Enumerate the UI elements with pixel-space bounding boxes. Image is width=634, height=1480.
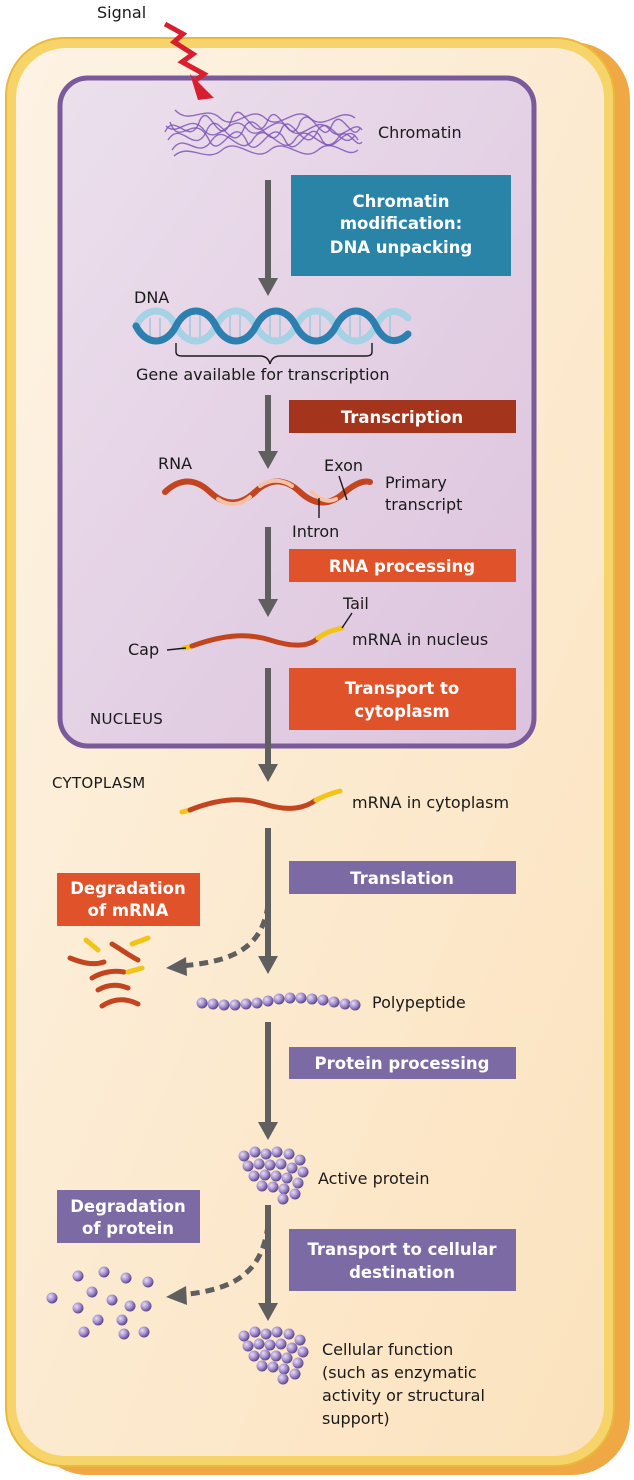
polypeptide-label: Polypeptide [372,993,466,1012]
arrow-chromatin-to-dna [258,180,278,296]
degradation-arrow-mrna [166,904,271,976]
step-rna-processing: RNA processing [289,549,516,582]
degradation-arrow-protein [166,1224,271,1305]
primary-transcript-icon [162,478,373,506]
arrow-protein-to-function [258,1205,278,1321]
arrow-dna-to-rna [258,395,278,469]
intron-label: Intron [292,522,339,541]
cap-leader [166,647,187,651]
mrna-cytoplasm-label: mRNA in cytoplasm [352,793,509,812]
active-protein-icon [238,1146,309,1205]
functional-protein-icon [238,1326,309,1385]
signal-bolt-icon [163,21,214,100]
step-transcription: Transcription [289,400,516,433]
chromatin-icon [164,109,363,157]
step-label-line: Degradation [70,1197,186,1216]
degraded-protein-beads-icon [46,1266,154,1340]
step-label-line: Transport to [345,679,459,698]
tail-label: Tail [342,594,369,613]
arrow-mrna-to-polypeptide [258,828,278,974]
chromatin-label: Chromatin [378,123,462,142]
step-degradation-mrna: Degradation of mRNA [57,873,200,926]
step-label-line: DNA unpacking [330,238,472,257]
gene-available-label: Gene available for transcription [136,365,389,384]
step-transport-cytoplasm: Transport to cytoplasm [289,668,516,730]
primary-transcript-label-line: transcript [385,495,462,514]
arrow-rna-to-mrna [258,527,278,617]
mrna-nucleus-label: mRNA in nucleus [352,630,488,649]
degraded-mrna-fragments-icon [67,935,151,1009]
exon-label: Exon [324,456,363,475]
signal-label: Signal [97,3,146,22]
step-label-line: Transport to cellular [307,1240,497,1259]
step-label-line: of protein [82,1219,174,1238]
cellular-function-label-line: activity or structural [322,1386,485,1405]
step-label: Translation [350,869,454,888]
cellular-function-label-line: support) [322,1409,390,1428]
step-label-line: of mRNA [88,901,169,920]
step-label-line: cytoplasm [354,702,449,721]
gene-bracket [175,343,373,365]
arrow-nucleus-to-cytoplasm [258,668,278,782]
primary-transcript-label-line: Primary [385,473,447,492]
mrna-cytoplasm-icon [179,788,343,815]
step-label-line: Chromatin [353,192,450,211]
tail-leader [341,612,353,629]
step-translation: Translation [289,861,516,894]
dna-label: DNA [134,288,169,307]
exon-leader [338,475,348,501]
flow-arrows [258,180,278,1321]
cap-label: Cap [128,640,159,659]
step-label-line: Degradation [70,879,186,898]
step-degradation-protein: Degradation of protein [57,1190,200,1243]
active-protein-label: Active protein [318,1169,429,1188]
nucleus-label: NUCLEUS [90,710,163,728]
cellular-function-label-line: Cellular function [322,1340,453,1359]
cytoplasm-label: CYTOPLASM [52,774,146,792]
polypeptide-icon [196,992,361,1011]
step-transport-destination: Transport to cellular destination [289,1229,516,1291]
step-label: Protein processing [315,1054,490,1073]
arrow-polypeptide-to-protein [258,1022,278,1140]
step-label: Transcription [341,408,463,427]
step-label-line: destination [349,1263,455,1282]
step-label: RNA processing [329,557,475,576]
cellular-function-label-line: (such as enzymatic [322,1363,477,1382]
dna-helix-icon [132,307,412,345]
step-protein-processing: Protein processing [289,1047,516,1079]
step-chromatin-modification: Chromatin modification: DNA unpacking [291,175,511,276]
rna-label: RNA [158,454,192,473]
step-label-line: modification: [340,214,462,233]
